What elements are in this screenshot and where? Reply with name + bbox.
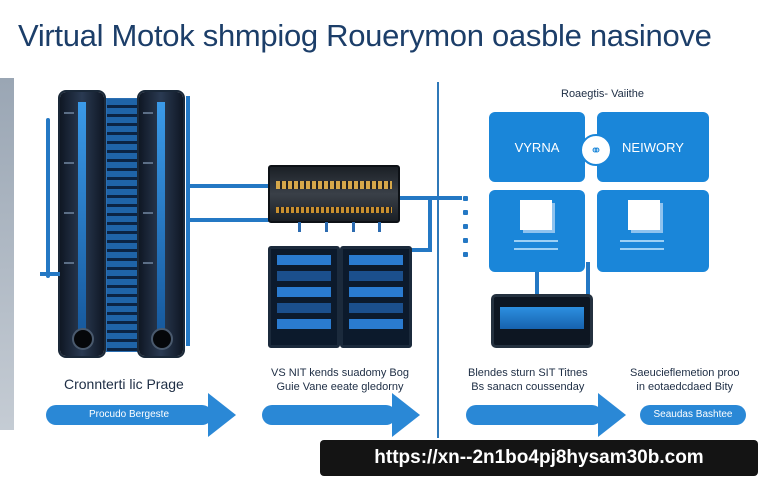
power-knob-icon xyxy=(72,328,94,350)
caption-center: VS NIT kends suadomy Bog Guie Vane eeate… xyxy=(271,367,409,393)
client-device xyxy=(491,294,593,348)
vm-label: VYRNA xyxy=(514,139,560,155)
connector-pin xyxy=(352,222,355,232)
caption-right-b: Saeucieflemetion proo in eotaedcdaed Bit… xyxy=(630,367,740,393)
server-unit-right xyxy=(340,246,412,348)
vm-box-top-right: NEIWORY xyxy=(597,112,709,182)
cable xyxy=(428,200,432,250)
power-knob-icon xyxy=(151,328,173,350)
url-banner: https://xn--2n1bo4pj8hysam30b.com xyxy=(320,440,758,476)
cable xyxy=(188,184,270,188)
vm-box-top-left: VYRNA xyxy=(489,112,585,182)
connector-dot xyxy=(463,210,468,215)
cable xyxy=(408,248,432,252)
window-icon xyxy=(628,200,660,230)
vm-label: NEIWORY xyxy=(622,139,684,155)
cable xyxy=(535,272,539,294)
connector-pin xyxy=(378,222,381,232)
cable xyxy=(46,118,50,278)
network-switch xyxy=(268,165,400,223)
connector-dot xyxy=(463,196,468,201)
server-rack-right xyxy=(139,92,183,356)
arrowhead-icon xyxy=(392,393,420,437)
cable xyxy=(188,218,270,222)
flow-pill-end: Seaudas Bashtee xyxy=(640,405,746,425)
cable xyxy=(586,262,590,298)
circuit-board-panel xyxy=(106,98,138,352)
flow-arrow-left: Procudo Bergeste xyxy=(46,405,212,425)
connector-pin xyxy=(298,222,301,232)
connector-dot xyxy=(463,252,468,257)
right-section-heading: Roaegtis- Vaiithe xyxy=(561,88,644,100)
server-unit-left xyxy=(268,246,340,348)
window-icon xyxy=(520,200,552,230)
link-icon: ⚭ xyxy=(580,134,612,166)
diagram-title: Virtual Motok shmpiog Rouerymon oasble n… xyxy=(18,18,712,53)
caption-left: Cronnterti lic Prage xyxy=(64,376,184,392)
caption-right-a: Blendes sturn SIT Titnes Bs sanacn couss… xyxy=(468,367,588,393)
server-rack-left xyxy=(60,92,104,356)
cable xyxy=(396,196,462,200)
connector-pin xyxy=(325,222,328,232)
section-divider xyxy=(437,82,439,438)
connector-dot xyxy=(463,224,468,229)
connector-dot xyxy=(463,238,468,243)
flow-arrow-right xyxy=(466,405,602,425)
cable xyxy=(40,272,60,276)
left-edge-bar xyxy=(0,78,14,430)
arrowhead-icon xyxy=(598,393,626,437)
flow-arrow-center xyxy=(262,405,396,425)
arrowhead-icon xyxy=(208,393,236,437)
